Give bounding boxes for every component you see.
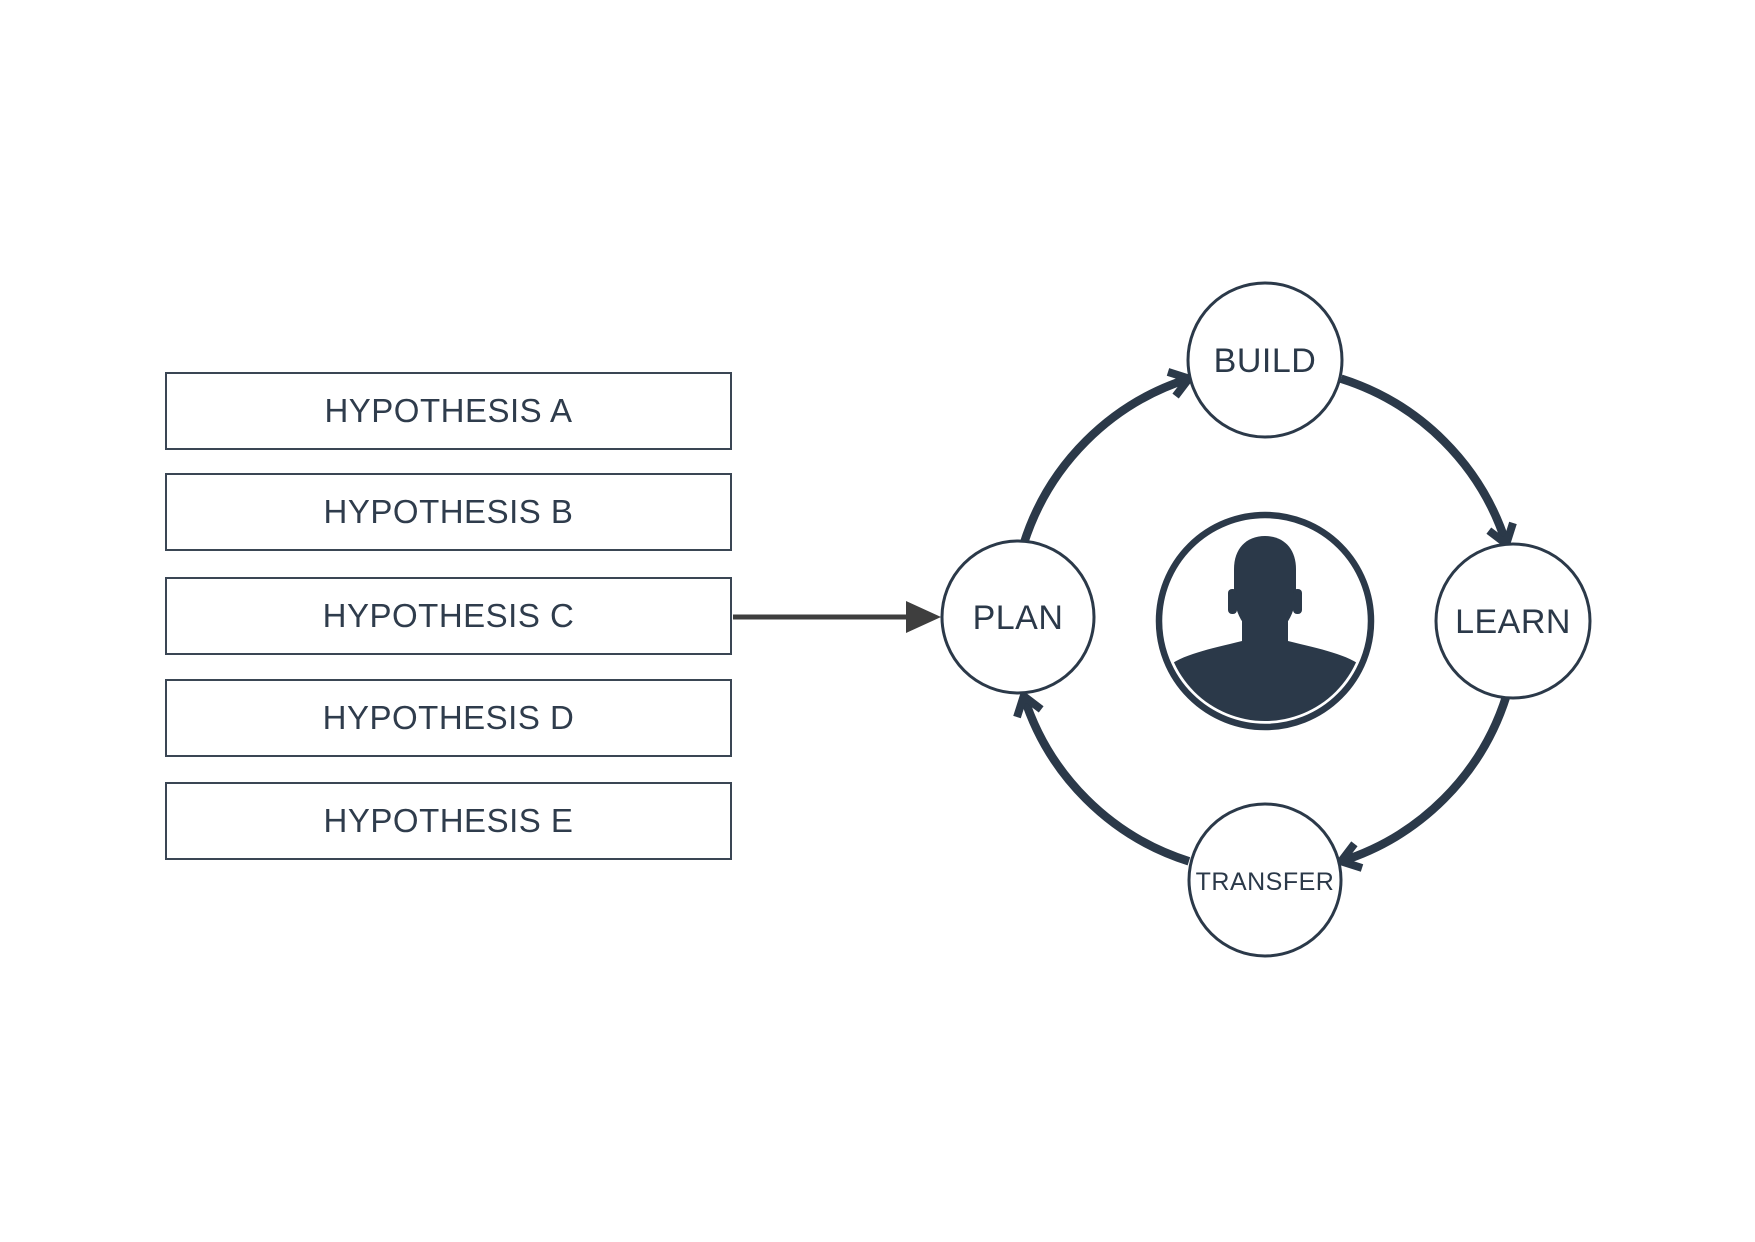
cycle-arc-transfer-to-plan	[1013, 689, 1191, 866]
cycle-node-build: BUILD	[1186, 281, 1344, 439]
cycle-arc-build-to-learn	[1339, 374, 1517, 551]
cycle-arc-plan-to-build	[1019, 368, 1196, 546]
hypothesis-box-d: HYPOTHESIS D	[165, 679, 732, 757]
cycle-node-label-build: BUILD	[1214, 342, 1317, 380]
hypothesis-box-label: HYPOTHESIS E	[323, 802, 574, 839]
hypothesis-box-a: HYPOTHESIS A	[165, 372, 732, 450]
hypothesis-box-label: HYPOTHESIS C	[322, 597, 575, 634]
cycle-node-label-plan: PLAN	[973, 599, 1064, 637]
cycle-arc-learn-to-transfer	[1334, 694, 1511, 872]
person-avatar-icon	[1155, 511, 1375, 731]
hypothesis-box-e: HYPOTHESIS E	[165, 782, 732, 860]
cycle-node-transfer: TRANSFER	[1187, 802, 1343, 958]
cycle-node-circle	[1187, 802, 1343, 958]
cycle-node-plan: PLAN	[940, 539, 1096, 695]
cycle-node-circle	[1434, 542, 1592, 700]
hypothesis-connector-arrow	[733, 601, 941, 633]
hypothesis-box-label: HYPOTHESIS D	[322, 699, 575, 736]
hypothesis-box-label: HYPOTHESIS B	[323, 493, 574, 530]
hypothesis-box-label: HYPOTHESIS A	[324, 392, 573, 429]
cycle-node-learn: LEARN	[1434, 542, 1592, 700]
cycle-node-label-learn: LEARN	[1455, 603, 1571, 641]
connector-arrowhead-icon	[906, 601, 941, 633]
hypothesis-box-c: HYPOTHESIS C	[165, 577, 732, 655]
cycle-node-circle	[1186, 281, 1344, 439]
hypothesis-box-b: HYPOTHESIS B	[165, 473, 732, 551]
cycle-arcs	[1013, 368, 1517, 872]
cycle-node-label-transfer: TRANSFER	[1196, 868, 1335, 896]
avatar-silhouette	[1165, 536, 1365, 721]
cycle-node-circle	[940, 539, 1096, 695]
